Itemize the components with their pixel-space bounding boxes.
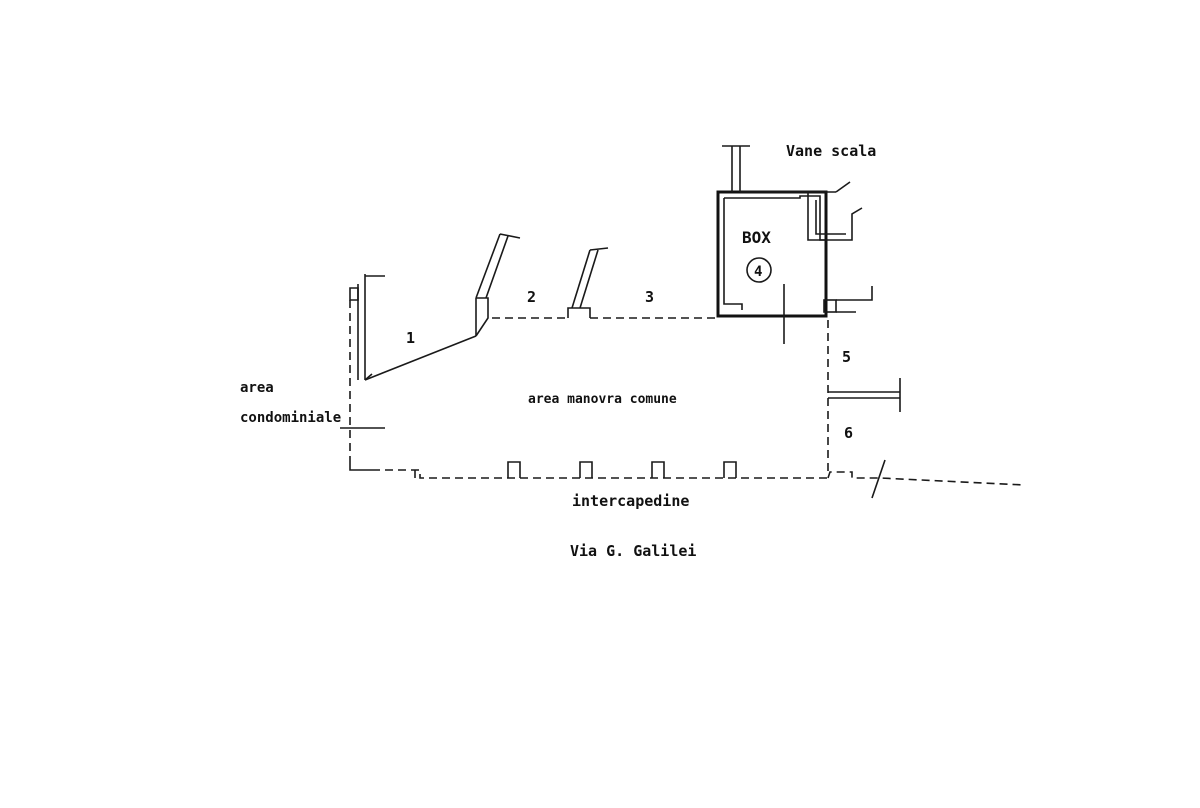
intercapedine-label: intercapedine <box>572 492 689 510</box>
parking-space-2: 2 <box>527 288 536 306</box>
vane-scala-label: Vane scala <box>786 142 876 160</box>
left-wall <box>340 274 385 471</box>
parking-space-1: 1 <box>406 329 415 347</box>
parking-space-6: 6 <box>844 424 853 442</box>
parking-space-3: 3 <box>645 288 654 306</box>
stair-core <box>807 181 873 313</box>
street-label: Via G. Galilei <box>570 542 696 560</box>
bottom-wall <box>372 459 1026 499</box>
box-label: BOX <box>742 228 771 247</box>
area-condominiale-label-line2: condominiale <box>240 410 341 426</box>
area-condominiale-label-line1: area <box>240 380 274 396</box>
box-number-circle <box>746 257 772 283</box>
box-number: 4 <box>754 264 762 280</box>
right-wall <box>827 320 901 472</box>
box-4-outline <box>716 145 836 344</box>
area-manovra-label: area manovra comune <box>528 392 677 407</box>
top-wall <box>364 233 718 381</box>
parking-space-5: 5 <box>842 348 851 366</box>
